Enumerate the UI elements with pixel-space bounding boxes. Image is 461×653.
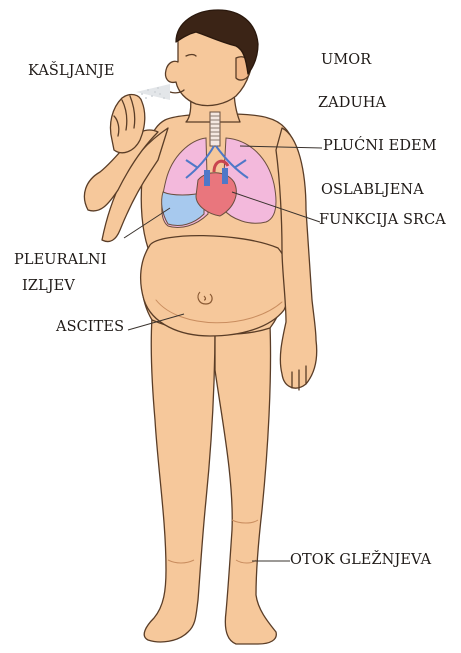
belly — [141, 236, 290, 336]
label-cough: KAŠLJANJE — [28, 64, 115, 79]
trachea — [210, 112, 220, 146]
label-ascites: ASCITES — [56, 320, 124, 335]
right-leg — [215, 325, 276, 644]
label-pleural-line2: IZLJEV — [22, 279, 75, 294]
trachea-rings — [210, 116, 220, 140]
left-leg — [144, 318, 215, 642]
label-dyspnea: ZADUHA — [318, 96, 386, 111]
right-arm — [276, 128, 317, 388]
label-weak-heart-line1: OSLABLJENA — [321, 183, 424, 198]
label-pleural-line1: PLEURALNI — [14, 253, 107, 268]
label-fatigue: UMOR — [321, 53, 371, 68]
label-weak-heart-line2: FUNKCIJA SRCA — [319, 213, 446, 228]
label-ankle-swelling: OTOK GLEŽNJEVA — [290, 553, 431, 568]
label-pulmonary-edema: PLUĆNI EDEM — [323, 139, 437, 154]
cough-spray — [136, 84, 170, 100]
